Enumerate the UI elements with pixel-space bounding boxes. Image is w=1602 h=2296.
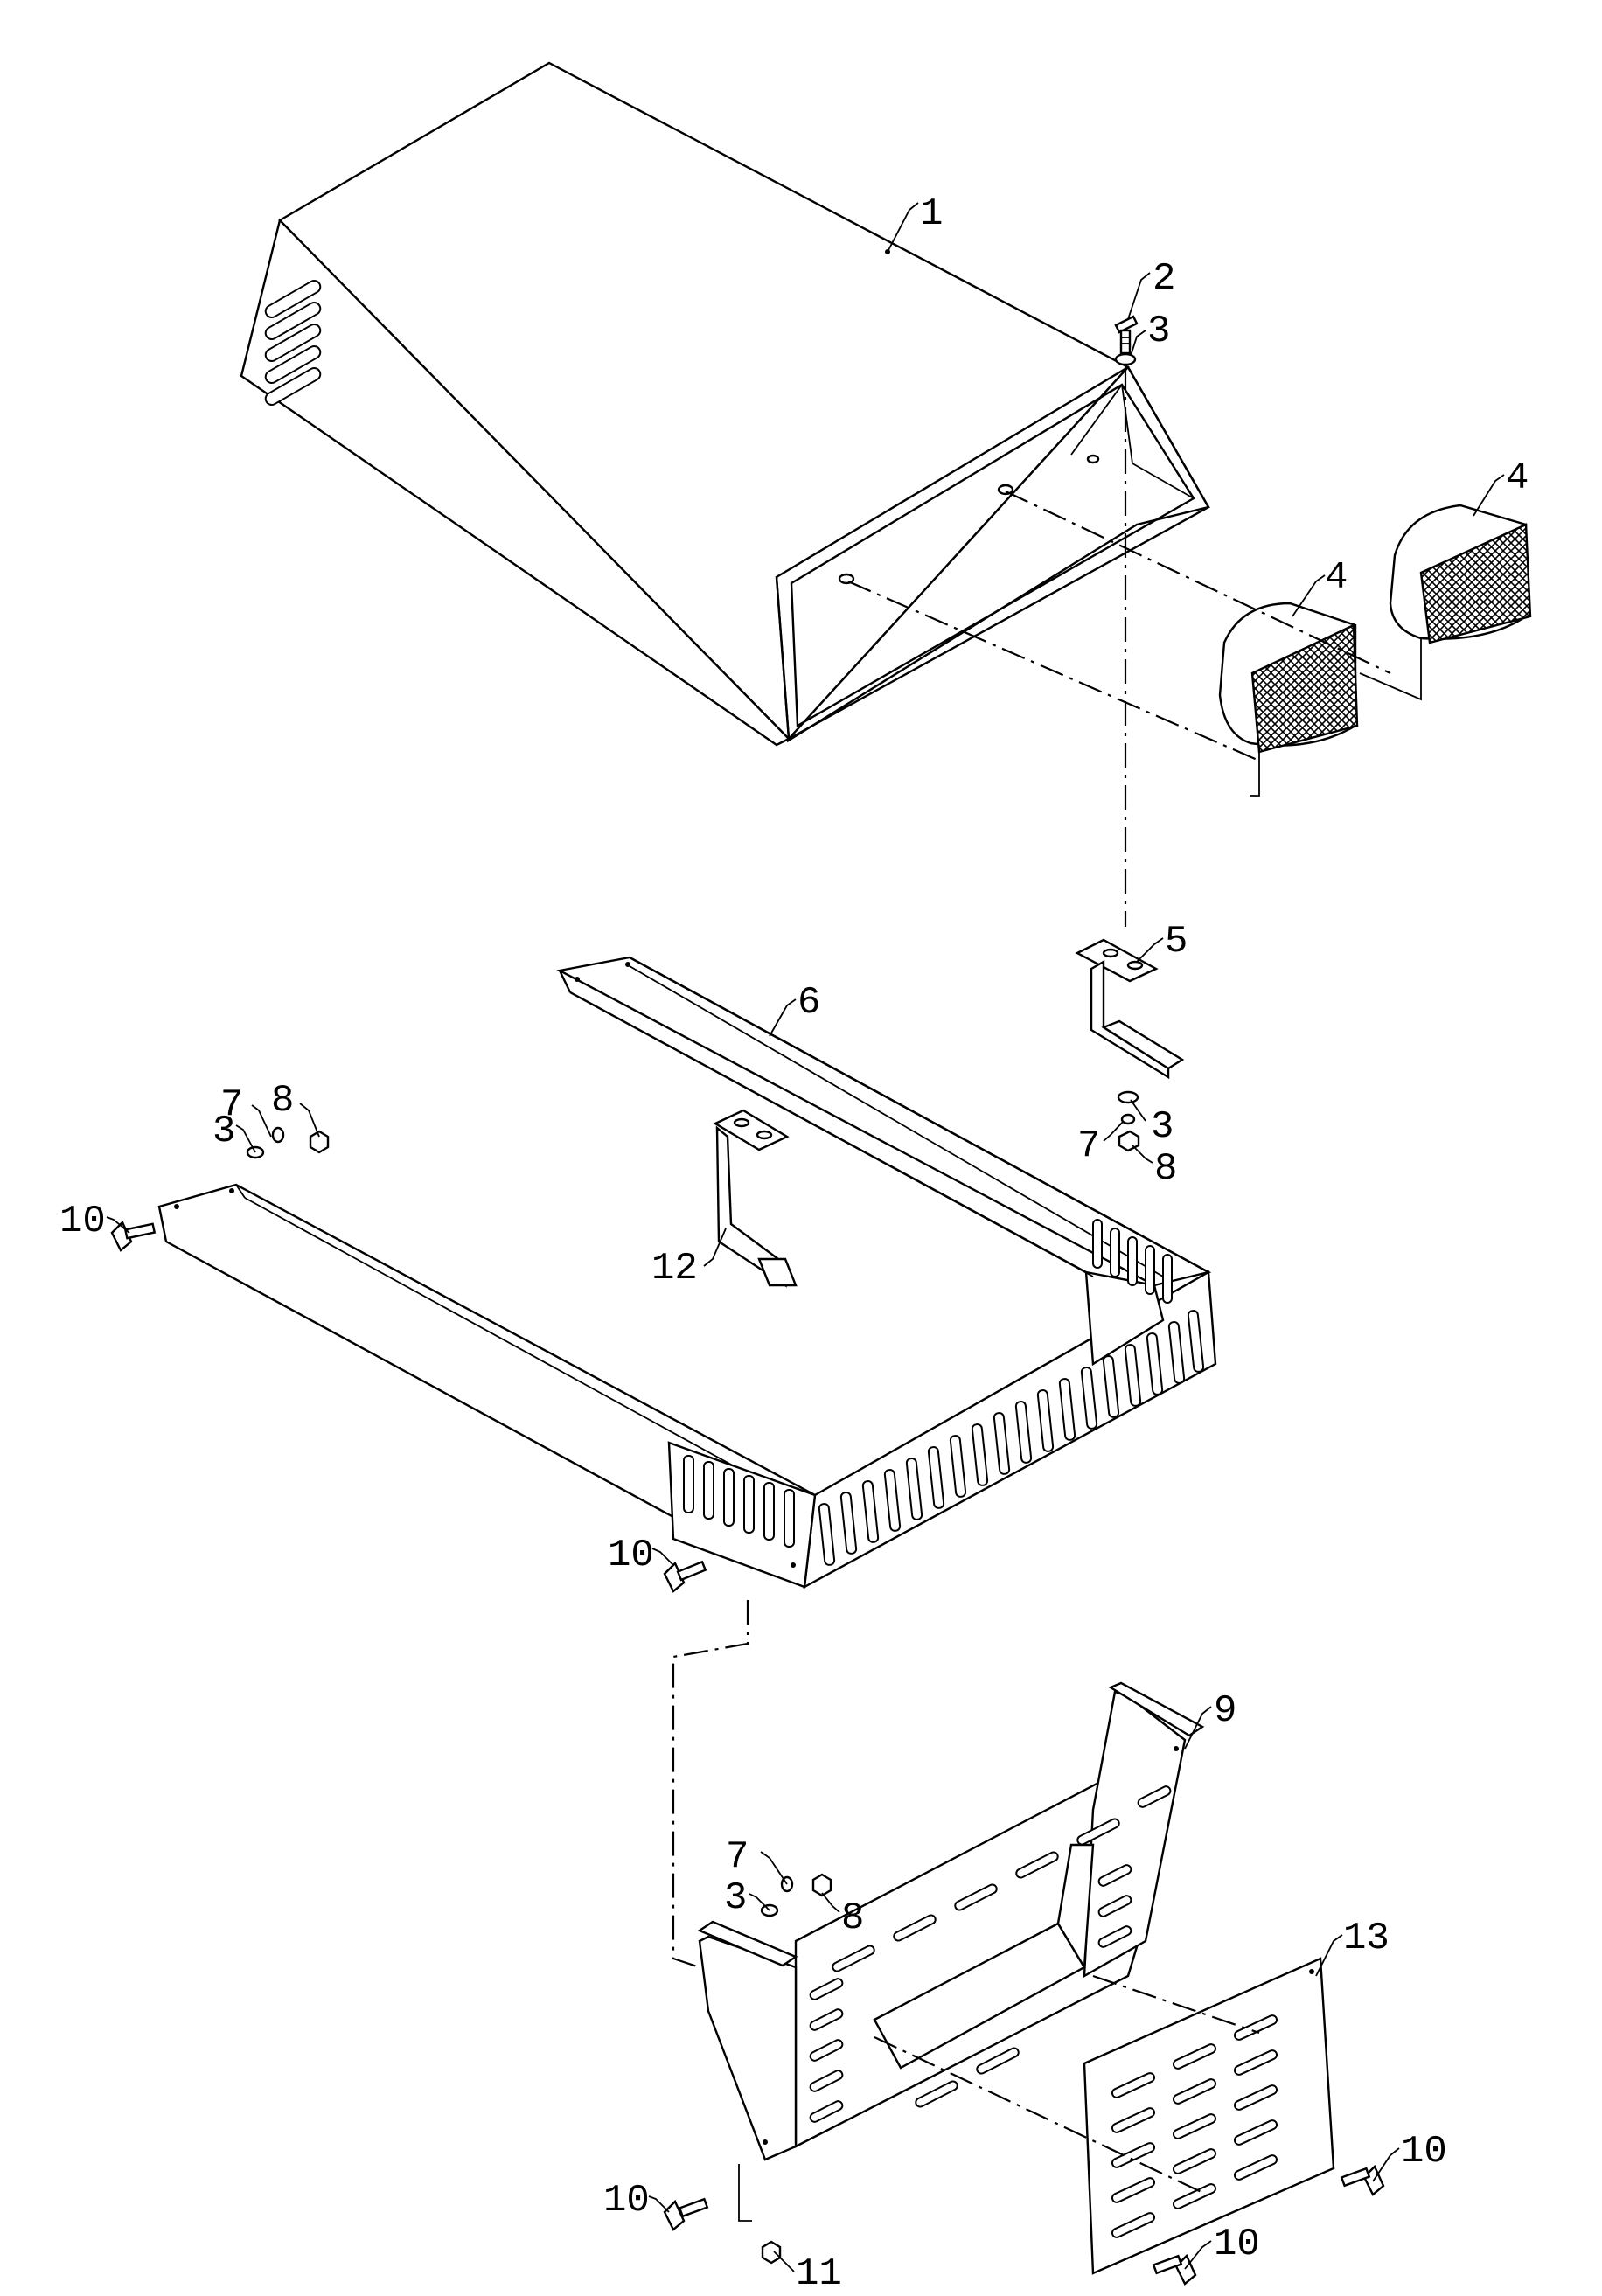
- screw-bolt-left: [110, 1220, 157, 1252]
- label-part-8-lower: 8: [841, 1896, 864, 1940]
- tray-back-vents: [1092, 1219, 1173, 1304]
- hex-nut-lower: [811, 1873, 832, 1897]
- label-part-9: 9: [1214, 1689, 1236, 1733]
- label-part-3-lower: 3: [724, 1876, 747, 1920]
- label-part-6: 6: [798, 981, 820, 1025]
- label-part-11: 11: [796, 2252, 842, 2296]
- mounting-bracket-5: [1075, 938, 1185, 1080]
- leader-lines: [106, 202, 1505, 2272]
- screw-bolt-grille-bottom: [1152, 2253, 1197, 2286]
- label-part-8-left: 8: [271, 1079, 294, 1123]
- grille-plate-13: [1083, 1957, 1335, 2275]
- label-part-4-front: 4: [1325, 556, 1348, 600]
- label-part-7-mid: 7: [1077, 1124, 1100, 1168]
- hex-nut-bottom: [761, 2240, 782, 2265]
- label-part-3-left: 3: [212, 1110, 235, 1153]
- cover-vents: [264, 280, 322, 406]
- lock-washer-left: [271, 1126, 285, 1144]
- speaker-grille-rear: [1389, 504, 1532, 644]
- grille-plate-slots: [1111, 2014, 1278, 2238]
- screw-bolt-grille-right: [1340, 2164, 1385, 2196]
- label-part-3-top: 3: [1147, 310, 1170, 353]
- label-part-13: 13: [1343, 1917, 1390, 1960]
- tray-end-vents: [683, 1455, 795, 1548]
- label-part-1: 1: [920, 192, 943, 236]
- speaker-grille-front: [1218, 602, 1359, 754]
- label-part-4-rear: 4: [1506, 456, 1529, 500]
- lock-washer-mid: [1120, 1113, 1136, 1125]
- label-part-12: 12: [651, 1247, 698, 1291]
- label-part-2: 2: [1153, 257, 1175, 301]
- flat-washer-mid: [1117, 1090, 1139, 1104]
- support-panel-slots: [809, 1785, 1172, 2123]
- label-part-7-left: 7: [220, 1083, 243, 1127]
- callout-labels: 1 2 3 4 4 5 6 7 8 3 3 7 8 10 12 10 9 7 3…: [59, 192, 1529, 2296]
- label-part-3-mid: 3: [1151, 1105, 1174, 1149]
- label-part-10-support-left: 10: [603, 2179, 650, 2223]
- screw-bolt-support-left: [663, 2197, 709, 2231]
- mounting-bracket-12: [713, 1109, 798, 1288]
- screw-bolt-tray-front: [663, 1560, 707, 1593]
- label-part-8-mid: 8: [1154, 1147, 1177, 1191]
- hex-nut-left: [309, 1130, 330, 1154]
- label-part-10-left: 10: [59, 1200, 106, 1243]
- tray-side-vents: [818, 1310, 1205, 1566]
- label-part-7-lower: 7: [726, 1835, 749, 1879]
- label-part-5: 5: [1165, 920, 1188, 964]
- assembly-center-lines: [672, 365, 1422, 2222]
- base-tray: [157, 956, 1217, 1590]
- label-part-10-grille-bottom: 10: [1214, 2223, 1260, 2266]
- label-part-10-grille-right: 10: [1401, 2130, 1447, 2174]
- label-part-10-tray: 10: [608, 1534, 654, 1577]
- top-cover: [240, 61, 1210, 747]
- flat-washer-top: [1114, 352, 1137, 366]
